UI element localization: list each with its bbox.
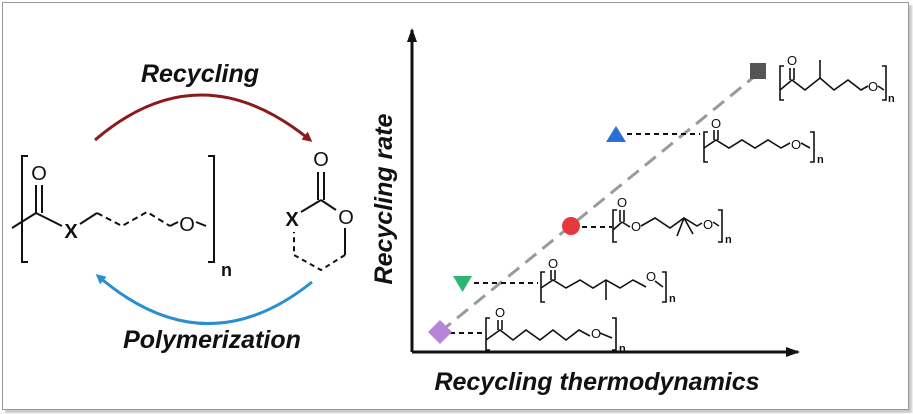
polymerization-arrow (95, 274, 313, 326)
structure-5-o1: O (787, 53, 797, 68)
structure-4-n: n (817, 154, 824, 166)
structure-3 (612, 209, 723, 243)
structure-5-o2: O (868, 79, 878, 94)
polymer-carbonyl-o: O (31, 163, 47, 185)
polymer-ether-o: O (179, 214, 195, 236)
recycling-arrow (94, 93, 313, 142)
structure-5-n: n (888, 93, 895, 105)
structure-2-n: n (669, 293, 676, 305)
marker-triangle-up (606, 126, 626, 142)
marker-diamond (428, 320, 452, 344)
polymerization-label: Polymerization (123, 326, 301, 354)
polymer-subscript-n: n (221, 260, 232, 280)
structure-4-o1: O (711, 116, 721, 131)
structure-2-o1: O (548, 256, 558, 271)
monomer-x-atom: X (285, 209, 299, 231)
structure-2-o2: O (646, 269, 656, 284)
marker-square (750, 63, 766, 79)
structure-1-o1: O (495, 305, 505, 320)
monomer-ring-o: O (338, 207, 354, 229)
structure-4 (703, 130, 815, 163)
structure-3-o2: O (631, 219, 641, 234)
structure-1-o2: O (591, 326, 601, 341)
structure-2 (540, 270, 667, 303)
trend-line (439, 70, 761, 334)
polymer-left-bracket (21, 155, 28, 263)
polymer-right-bracket (208, 155, 215, 263)
structure-5 (779, 60, 887, 101)
polymer-structure (11, 155, 215, 263)
monomer-carbonyl-o: O (313, 149, 329, 171)
structure-1-n: n (619, 343, 626, 355)
structure-4-o2: O (791, 137, 801, 152)
polymer-x-atom: X (64, 221, 78, 243)
x-axis-label: Recycling thermodynamics (434, 368, 759, 396)
structure-3-o1: O (617, 195, 627, 210)
recycling-label: Recycling (141, 60, 259, 88)
structure-3-o3: O (703, 217, 713, 232)
y-axis-label: Recycling rate (370, 113, 398, 284)
marker-triangle-down (453, 276, 472, 292)
structure-3-n: n (725, 234, 732, 246)
monomer-structure (293, 172, 346, 272)
marker-circle (562, 217, 580, 235)
structure-1 (485, 317, 617, 351)
